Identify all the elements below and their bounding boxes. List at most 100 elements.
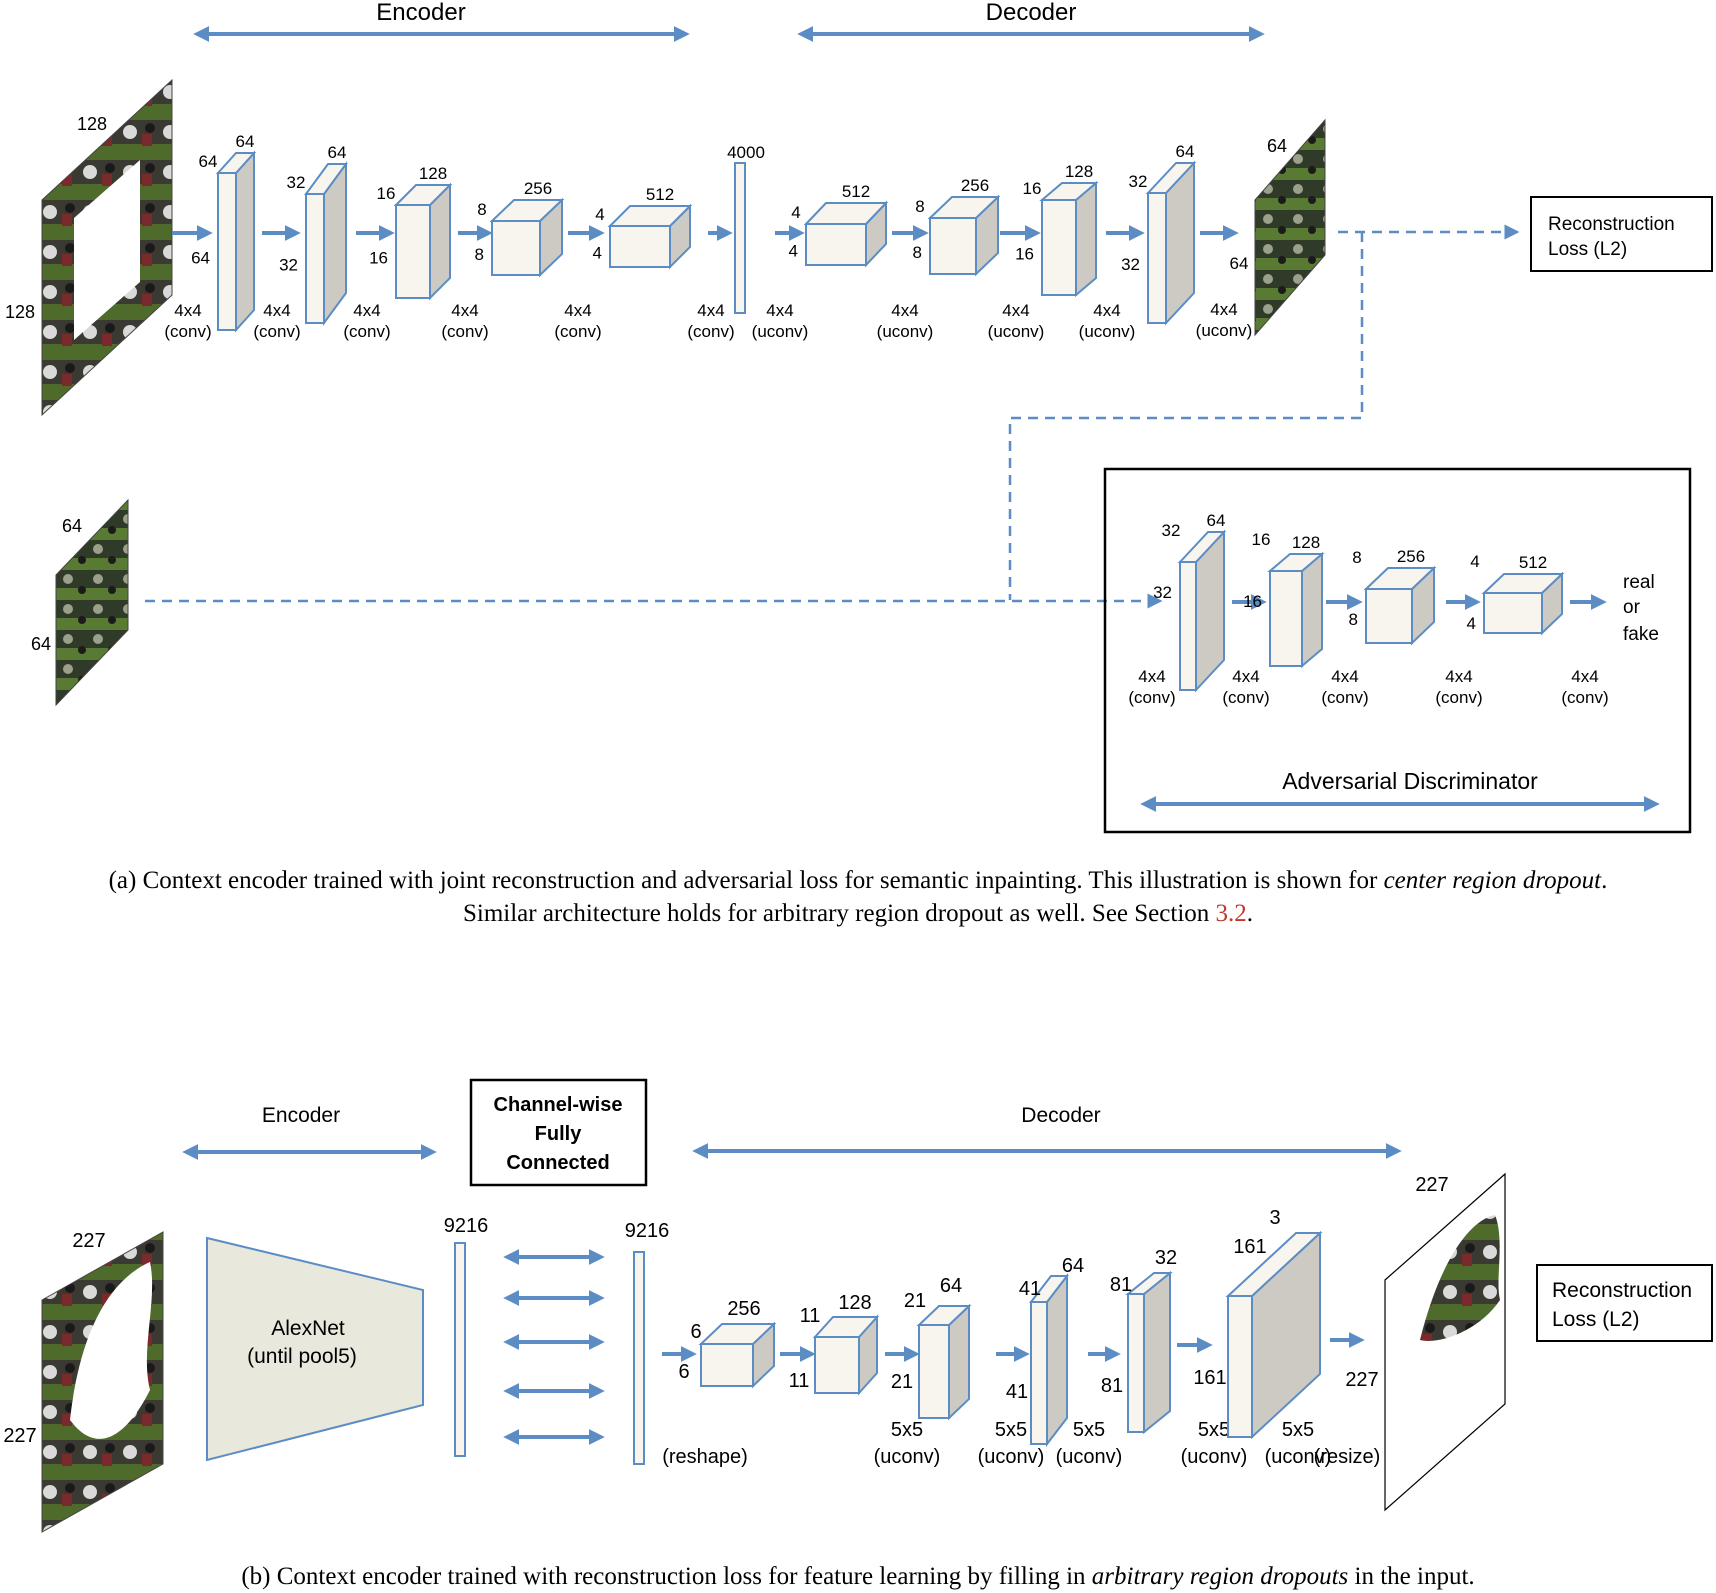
part-a-layer-1-front xyxy=(305,193,325,324)
disc-op-1: 4x4 xyxy=(1232,667,1259,686)
layer-type-1: (conv) xyxy=(253,322,300,341)
part-b-decoder-label: Decoder xyxy=(1021,1104,1100,1127)
b-layer-op-3: 5x5 xyxy=(1073,1419,1105,1441)
disc-layer-2 xyxy=(1363,565,1437,646)
part-b-layer-1-front xyxy=(814,1336,860,1394)
caption-a-line2: Similar architecture holds for arbitrary… xyxy=(462,900,1254,927)
disc-size-2: 8 xyxy=(1349,610,1358,629)
part-b-layer-5-front xyxy=(1227,1295,1253,1438)
part-a-layer-9-front xyxy=(1147,192,1167,324)
disc-channels-2: 256 xyxy=(1397,547,1425,566)
caption-a: (a) Context encoder trained with joint r… xyxy=(0,864,1716,930)
layer-size-9: 32 xyxy=(1121,255,1140,274)
part-a-layer-4-front xyxy=(609,225,671,268)
output-real: real xyxy=(1623,572,1655,593)
layer-op-5: 4x4 xyxy=(697,301,724,320)
part-a-output-image: 64 xyxy=(1254,118,1326,337)
disc-last-op: 4x4 xyxy=(1571,667,1598,686)
disc-type-0: (conv) xyxy=(1128,688,1175,707)
layer-channels-9: 64 xyxy=(1176,142,1195,161)
layer-type-7: (uconv) xyxy=(877,322,934,341)
part-b-layer-2-front xyxy=(918,1324,950,1419)
part-a-layer-4 xyxy=(607,203,693,270)
disc-depth-3: 4 xyxy=(1470,552,1479,571)
b-layer-size-2: 21 xyxy=(891,1371,913,1393)
fc-bar-in xyxy=(454,1242,466,1457)
layer-channels-1: 64 xyxy=(328,143,347,162)
disc-depth-0: 32 xyxy=(1162,521,1181,540)
part-b-layer-1 xyxy=(812,1314,880,1396)
layer-channels-8: 128 xyxy=(1065,162,1093,181)
layer-op-3: 4x4 xyxy=(451,301,478,320)
disc-size-3: 4 xyxy=(1467,614,1476,633)
part-b-decoder-span: Decoder xyxy=(692,1104,1402,1159)
b-layer-channels-4: 32 xyxy=(1155,1247,1177,1269)
disc-size-0: 32 xyxy=(1153,583,1172,602)
part-a-reconstruction-loss: Reconstruction Loss (L2) xyxy=(1530,196,1713,272)
disc-op-2: 4x4 xyxy=(1331,667,1358,686)
layer-depth-4: 4 xyxy=(595,205,604,224)
alexnet-encoder: AlexNet (until pool5) xyxy=(206,1236,424,1462)
layer-depth-6: 4 xyxy=(791,203,800,222)
part-b-layer-2 xyxy=(916,1303,972,1421)
part-b-layer-5 xyxy=(1225,1230,1323,1440)
recon-b-line1: Reconstruction xyxy=(1552,1279,1692,1302)
layer-channels-6: 512 xyxy=(842,182,870,201)
layer-op-0: 4x4 xyxy=(174,301,201,320)
layer-op-1: 4x4 xyxy=(263,301,290,320)
layer-op-8: 4x4 xyxy=(1002,301,1029,320)
b-layer-depth-5: 161 xyxy=(1233,1236,1266,1258)
alexnet-label: AlexNet xyxy=(271,1317,345,1340)
part-b-layer-4-front xyxy=(1127,1293,1145,1433)
discriminator-title: Adversarial Discriminator xyxy=(1282,768,1538,794)
b-layer-depth-0: 6 xyxy=(690,1321,701,1343)
layer-size-2: 16 xyxy=(369,249,388,268)
b-layer-size-5: 161 xyxy=(1193,1367,1226,1389)
fc-bar-out xyxy=(633,1251,645,1465)
center-dropout-region xyxy=(74,160,140,340)
layer-depth-2: 16 xyxy=(377,184,396,203)
layer-op-2: 4x4 xyxy=(353,301,380,320)
output-a-type: (uconv) xyxy=(1196,321,1253,340)
layer-channels-3: 256 xyxy=(524,179,552,198)
b-layer-depth-4: 81 xyxy=(1110,1274,1132,1296)
input-b-height-label: 227 xyxy=(3,1425,36,1447)
b-layer-type-5: (uconv) xyxy=(1265,1446,1332,1468)
output-a-height: 64 xyxy=(1230,254,1249,273)
part-b-layer-0 xyxy=(698,1321,777,1389)
part-a-layer-0-front xyxy=(217,172,237,331)
part-a-layer-0 xyxy=(215,150,257,333)
output-b-height-label: 227 xyxy=(1345,1369,1378,1391)
part-b-layer-4 xyxy=(1125,1270,1173,1435)
output-a-op: 4x4 xyxy=(1210,300,1237,319)
layer-size-1: 32 xyxy=(279,256,298,275)
layer-op-4: 4x4 xyxy=(564,301,591,320)
b-layer-size-3: 41 xyxy=(1006,1381,1028,1403)
output-fake: fake xyxy=(1623,624,1659,645)
b-layer-type-3: (uconv) xyxy=(1056,1446,1123,1468)
input-b-width-label: 227 xyxy=(72,1230,105,1252)
part-a-layer-7-front xyxy=(929,217,977,275)
layer-size-7: 8 xyxy=(913,243,922,262)
part-a-encoder-decoder-layers: 64 64 64 4x4 (conv) 32 64 32 4x4 (conv) 16 128 16 4x4… xyxy=(164,132,1252,341)
disc-type-1: (conv) xyxy=(1222,688,1269,707)
layer-channels-0: 64 xyxy=(236,132,255,151)
disc-layer-3-front xyxy=(1483,592,1543,634)
fc-dim-out: 9216 xyxy=(625,1220,670,1242)
layer-size-4: 4 xyxy=(593,244,602,263)
layer-type-2: (conv) xyxy=(343,322,390,341)
part-a-layer-7 xyxy=(927,194,1001,277)
layer-type-4: (conv) xyxy=(554,322,601,341)
fc-line3: Connected xyxy=(506,1152,609,1174)
b-layer-size-0: 6 xyxy=(678,1361,689,1383)
b-layer-type-1: (uconv) xyxy=(874,1446,941,1468)
b-layer-size-4: 81 xyxy=(1101,1375,1123,1397)
b-layer-op-1: 5x5 xyxy=(891,1419,923,1441)
disc-depth-1: 16 xyxy=(1252,530,1271,549)
part-b-layer-3 xyxy=(1028,1273,1070,1447)
layer-type-0: (conv) xyxy=(164,322,211,341)
section-ref-link[interactable]: 3.2 xyxy=(1215,900,1247,927)
part-a-layer-8-side xyxy=(1075,180,1097,298)
part-b-encoder-label: Encoder xyxy=(262,1104,340,1127)
